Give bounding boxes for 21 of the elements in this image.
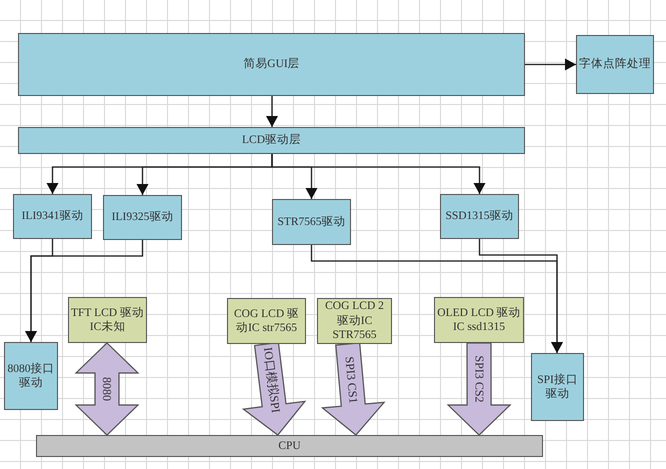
arrow [478, 239, 563, 353]
process-box: COG LCD 2 驱动IC STR7565 [317, 298, 392, 344]
arrow [525, 58, 576, 70]
process-box: ILI9325驱动 [103, 195, 182, 240]
process-box: COG LCD 驱动IC str7565 [227, 298, 306, 344]
process-box: 8080接口驱动 [4, 342, 58, 410]
edge-label: SPI3 CS2 [472, 353, 486, 405]
process-box: 字体点阵处理 [576, 35, 654, 94]
process-box: 简易GUI层 [18, 33, 525, 96]
arrow [25, 240, 144, 342]
process-box: OLED LCD 驱动IC ssd1315 [434, 297, 524, 343]
process-box: TFT LCD 驱动IC未知 [68, 297, 147, 343]
process-box: STR7565驱动 [272, 199, 351, 245]
process-box: SSD1315驱动 [440, 194, 519, 239]
process-box: SPI接口驱动 [531, 353, 584, 421]
edge-label: 8080 [100, 375, 114, 403]
process-box: LCD驱动层 [18, 127, 525, 154]
bus-bar: CPU [36, 435, 543, 457]
arrow [266, 96, 278, 127]
arrow [271, 154, 486, 194]
process-box: ILI9341驱动 [13, 194, 92, 239]
